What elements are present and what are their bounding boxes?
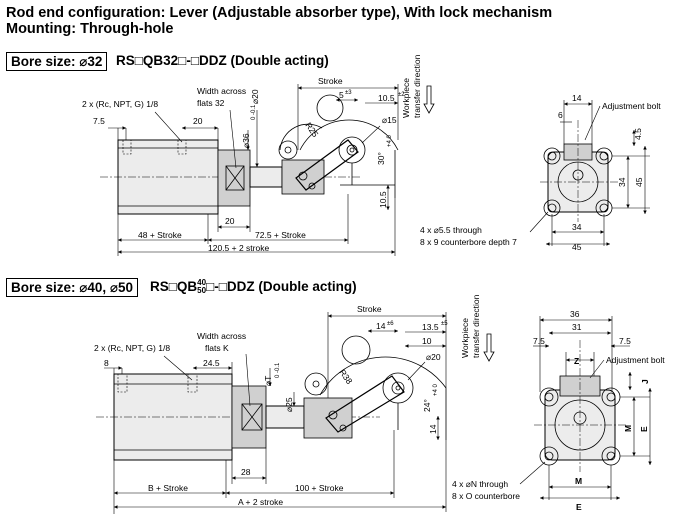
- bore-size-40-50-label: Bore size: ⌀40, ⌀50: [6, 278, 139, 297]
- end-dim-J: J: [640, 379, 650, 384]
- dim-24deg: 24°: [422, 399, 432, 412]
- model-bore-40: 40: [197, 278, 207, 288]
- dim-100-stroke: 100 + Stroke: [295, 483, 344, 493]
- dim-phiT: ⌀T: [263, 376, 273, 386]
- dim-120-5: 120.5 + 2 stroke: [208, 243, 269, 253]
- dim-phiT-tol: 0 -0.1: [275, 362, 281, 378]
- stopper-head: [217, 149, 251, 207]
- dim-r38: R38: [337, 367, 354, 386]
- title-line-2: Mounting: Through-hole: [6, 21, 174, 37]
- dim-30deg: 30°: [376, 152, 386, 165]
- adjustment-bolt-label-1: Adjustment bolt: [602, 101, 661, 111]
- end-view-40-50: 36 31 7.5 7.5 Z Adjustment bolt J M E M …: [452, 309, 665, 512]
- model-number-32: RS□QB32□-□DDZ (Double acting): [116, 53, 329, 68]
- transfer-direction-arrow-icon: [423, 85, 435, 114]
- workpiece-label-3: Workpiece: [460, 318, 470, 358]
- end-dim-6: 6: [558, 110, 563, 120]
- dim-phi36-tol: 0 -0.1: [251, 104, 257, 120]
- width-across-label-2: Width across: [197, 331, 246, 341]
- flats-32-label: flats 32: [197, 98, 225, 108]
- workpiece-label-2: transfer direction: [412, 54, 422, 118]
- side-view-40-50: 2 x (Rc, NPT, G) 1/8 Width across flats …: [94, 294, 495, 514]
- model-prefix: RS□QB: [150, 279, 198, 294]
- workpiece-label-4: transfer direction: [471, 294, 481, 358]
- dim-A-stroke: A + 2 stroke: [238, 497, 283, 507]
- dim-14-tol: ±6: [387, 321, 394, 327]
- end-dim-45-vert: 45: [634, 177, 644, 187]
- bore-size-32-label: Bore size: ⌀32: [6, 52, 108, 71]
- end-view-32: 14 6 Adjustment bolt 4.5 34 45 34 45 4 x…: [420, 93, 661, 252]
- dim-10: 10: [422, 336, 432, 346]
- dim-48-stroke: 48 + Stroke: [138, 230, 182, 240]
- dim-72-5-stroke: 72.5 + Stroke: [255, 230, 306, 240]
- end-dim-M-horz: M: [575, 476, 582, 486]
- dim-phi20: ⌀20: [250, 89, 260, 104]
- dim-phi36: ⌀36: [241, 133, 251, 148]
- dim-14-vert: 14: [428, 424, 438, 434]
- end-dim-31: 31: [572, 322, 582, 332]
- roller-2: [382, 372, 414, 404]
- counterbore-spec-2: 8 x O counterbore: [452, 491, 520, 501]
- end-dim-7-5a: 7.5: [533, 336, 545, 346]
- dim-14: 14: [376, 321, 386, 331]
- dim-5-tol: ±3: [345, 90, 352, 96]
- dim-phi15: ⌀15: [382, 115, 397, 125]
- hole-spec-1: 4 x ⌀5.5 through: [420, 225, 482, 235]
- dim-7-5: 7.5: [93, 116, 105, 126]
- dim-stroke-1: Stroke: [318, 76, 343, 86]
- roller-upper: [316, 94, 344, 122]
- model-bore-50: 50: [197, 286, 207, 296]
- title-line-1: Rod end configuration: Lever (Adjustable…: [6, 5, 553, 21]
- end-dim-Z: Z: [574, 356, 579, 366]
- port-label-2: 2 x (Rc, NPT, G) 1/8: [94, 343, 170, 353]
- end-dim-36: 36: [570, 309, 580, 319]
- adjustment-bolt-label-2: Adjustment bolt: [606, 355, 665, 365]
- dim-r25: R25: [303, 120, 320, 139]
- end-dim-45-horz: 45: [572, 242, 582, 252]
- dim-20a: 20: [193, 116, 203, 126]
- side-view-32: 7.5 20 2 x (Rc, NPT, G) 1/8 Width across…: [82, 54, 435, 256]
- dim-28: 28: [241, 467, 251, 477]
- dim-5: 5: [339, 90, 344, 100]
- dim-10-5-vert: 10.5: [378, 191, 388, 208]
- workpiece-label-1: Workpiece: [401, 78, 411, 118]
- dim-13-5: 13.5: [422, 322, 439, 332]
- dim-24deg-tol: +4 0: [433, 383, 439, 396]
- port-label: 2 x (Rc, NPT, G) 1/8: [82, 99, 158, 109]
- end-dim-M-vert: M: [623, 425, 633, 432]
- end-dim-E-vert: E: [639, 426, 649, 432]
- dim-stroke-2: Stroke: [357, 304, 382, 314]
- counterbore-spec-1: 8 x 9 counterbore depth 7: [420, 237, 517, 247]
- dim-8: 8: [104, 358, 109, 368]
- flats-k-label: flats K: [205, 343, 229, 353]
- end-dim-34-vert: 34: [617, 177, 627, 187]
- dim-30deg-tol: +4 0: [387, 134, 393, 147]
- dim-phi20-2: ⌀20: [426, 352, 441, 362]
- lever-block: [281, 159, 325, 195]
- transfer-direction-arrow-icon-2: [483, 333, 495, 362]
- dim-13-5-tol: ±5: [441, 321, 448, 327]
- roller: [338, 136, 366, 164]
- dim-B-stroke: B + Stroke: [148, 483, 188, 493]
- end-dim-E-horz: E: [576, 502, 582, 512]
- dim-20b: 20: [225, 216, 235, 226]
- model-suffix: □-□DDZ (Double acting): [206, 279, 357, 294]
- dim-10-5-tol: ±2: [398, 92, 405, 98]
- hole-spec-2: 4 x ⌀N through: [452, 479, 508, 489]
- width-across-label: Width across: [197, 86, 246, 96]
- dim-phi25: ⌀25: [284, 397, 294, 412]
- end-dim-34-horz: 34: [572, 222, 582, 232]
- dim-24-5: 24.5: [203, 358, 220, 368]
- dim-10-5: 10.5: [378, 93, 395, 103]
- end-dim-7-5b: 7.5: [619, 336, 631, 346]
- end-dim-4-5: 4.5: [633, 128, 643, 140]
- end-dim-14: 14: [572, 93, 582, 103]
